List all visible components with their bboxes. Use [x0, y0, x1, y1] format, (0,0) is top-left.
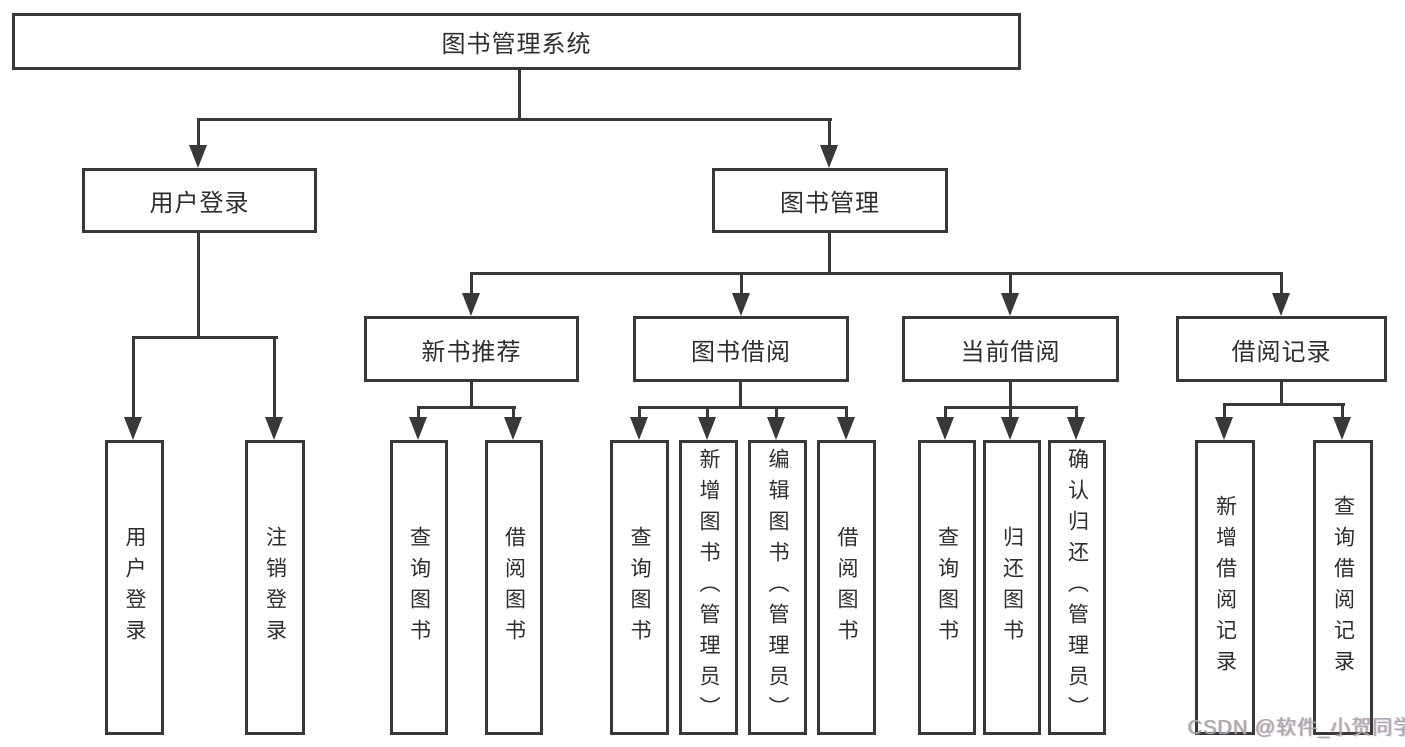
connector-arrow-down	[732, 293, 750, 316]
connector-line	[518, 70, 521, 119]
connector-arrow-down	[837, 417, 855, 440]
leaf-label: 新增借阅记录	[1213, 494, 1237, 681]
connector-line	[740, 272, 743, 294]
connector-arrow-down	[1333, 417, 1351, 440]
node-borrowing-records: 借阅记录	[1176, 316, 1387, 382]
connector-line	[132, 336, 135, 420]
node-label: 图书管理	[780, 190, 880, 217]
leaf-label: 借阅图书	[502, 525, 526, 650]
connector-line	[944, 406, 947, 419]
node-library-management-system: 图书管理系统	[12, 13, 1021, 70]
connector-line	[1280, 382, 1283, 406]
leaf-label: 查询图书	[407, 525, 431, 650]
connector-line	[1009, 406, 1012, 419]
connector-arrow-down	[698, 417, 716, 440]
connector-arrow-down	[1001, 417, 1019, 440]
connector-line	[197, 118, 832, 121]
node-label: 图书借阅	[691, 338, 791, 366]
connector-line	[828, 233, 831, 275]
connector-arrow-down	[820, 145, 838, 168]
connector-line	[1075, 406, 1078, 419]
csdn-watermark: CSDN @软件_小贺同学	[1188, 717, 1405, 739]
connector-line	[775, 406, 778, 419]
connector-arrow-down	[124, 417, 142, 440]
leaf-label: 编辑图书（管理员）	[766, 448, 789, 727]
connector-line	[470, 272, 1283, 275]
connector-arrow-down	[409, 417, 427, 440]
connector-line	[417, 406, 516, 409]
connector-line	[512, 406, 515, 419]
leaf-current-return-books: 归还图书	[983, 440, 1041, 735]
connector-arrow-down	[1067, 417, 1085, 440]
leaf-user-login: 用户登录	[105, 440, 164, 735]
connector-line	[1009, 382, 1012, 409]
connector-line	[1341, 403, 1344, 419]
connector-arrow-down	[936, 417, 954, 440]
leaf-records-add-record: 新增借阅记录	[1195, 440, 1255, 735]
connector-line	[828, 118, 831, 148]
connector-line	[638, 406, 848, 409]
node-label: 图书管理系统	[441, 31, 592, 58]
connector-line	[470, 272, 473, 294]
connector-arrow-down	[1215, 417, 1233, 440]
connector-line	[1223, 403, 1345, 406]
connector-arrow-down	[767, 417, 785, 440]
node-label: 用户登录	[149, 190, 250, 217]
connector-line	[1280, 272, 1283, 294]
node-current-borrowing: 当前借阅	[902, 316, 1119, 382]
node-user-login: 用户登录	[82, 168, 317, 233]
node-new-book-recommendation: 新书推荐	[364, 316, 579, 382]
connector-line	[132, 336, 278, 339]
connector-line	[273, 336, 276, 420]
connector-arrow-down	[630, 417, 648, 440]
leaf-records-query-record: 查询借阅记录	[1313, 440, 1373, 735]
connector-line	[197, 233, 200, 339]
node-label: 借阅记录	[1231, 338, 1332, 366]
leaf-label: 查询借阅记录	[1331, 494, 1355, 681]
connector-line	[739, 382, 742, 409]
leaf-borrowing-edit-books-admin: 编辑图书（管理员）	[748, 440, 807, 735]
leaf-label: 查询图书	[628, 525, 651, 650]
leaf-label: 确认归还（管理员）	[1065, 448, 1089, 727]
leaf-label: 借阅图书	[835, 525, 858, 650]
node-label: 当前借阅	[960, 338, 1061, 366]
leaf-borrowing-add-books-admin: 新增图书（管理员）	[679, 440, 738, 735]
node-book-borrowing: 图书借阅	[633, 316, 849, 382]
connector-line	[470, 382, 473, 409]
connector-line	[1009, 272, 1012, 294]
connector-arrow-down	[189, 145, 207, 168]
leaf-label: 查询图书	[935, 525, 959, 650]
leaf-current-query-books: 查询图书	[918, 440, 976, 735]
node-label: 新书推荐	[421, 338, 522, 366]
connector-line	[845, 406, 848, 419]
leaf-label: 归还图书	[1000, 525, 1024, 650]
leaf-borrowing-query-books: 查询图书	[610, 440, 669, 735]
connector-line	[706, 406, 709, 419]
leaf-current-confirm-return-admin: 确认归还（管理员）	[1048, 440, 1106, 735]
connector-arrow-down	[1001, 293, 1019, 316]
leaf-label: 注销登录	[263, 525, 287, 650]
connector-arrow-down	[265, 417, 283, 440]
connector-arrow-down	[1272, 293, 1290, 316]
node-book-management: 图书管理	[712, 168, 948, 233]
leaf-newbooks-borrow-books: 借阅图书	[485, 440, 543, 735]
leaf-logout: 注销登录	[245, 440, 305, 735]
connector-line	[417, 406, 420, 419]
connector-line	[197, 118, 200, 148]
connector-arrow-down	[462, 293, 480, 316]
leaf-newbooks-query-books: 查询图书	[390, 440, 448, 735]
leaf-label: 用户登录	[123, 525, 146, 650]
connector-line	[1223, 403, 1226, 419]
leaf-label: 新增图书（管理员）	[697, 448, 720, 727]
leaf-borrowing-borrow-books: 借阅图书	[817, 440, 876, 735]
connector-line	[638, 406, 641, 419]
connector-arrow-down	[504, 417, 522, 440]
